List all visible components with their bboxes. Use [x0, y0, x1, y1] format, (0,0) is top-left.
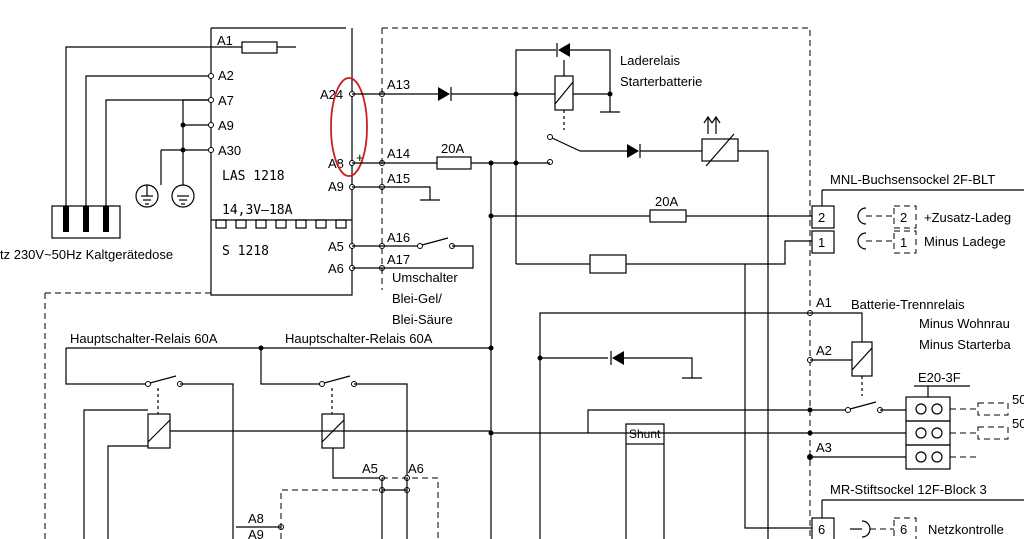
fuse-2-label: 20A	[655, 194, 678, 209]
e20-cut-2: 50	[1012, 416, 1024, 431]
fuse-a14	[436, 156, 472, 170]
las-pin-a30: A30	[218, 143, 241, 158]
switch-label-2: Blei-Gel/	[392, 291, 442, 306]
varistor-element	[701, 138, 739, 162]
mnl-pin-2: 2	[818, 210, 825, 225]
relay-label-2: Starterbatterie	[620, 74, 702, 89]
umschalter-contact	[421, 237, 449, 246]
switch-label-1: Umschalter	[392, 270, 458, 285]
switch-label-3: Blei-Säure	[392, 312, 453, 327]
lower-pin-a9: A9	[248, 527, 264, 539]
light-arrows-icon	[703, 115, 721, 134]
ground-diode	[624, 357, 702, 379]
mnl-item-2: Minus Ladege	[924, 234, 1006, 249]
mains-input-wires	[65, 46, 211, 220]
las-model-label: LAS 1218	[222, 169, 285, 184]
mr-plug-icon	[861, 520, 871, 538]
wire-a13: A13	[387, 77, 410, 92]
wire-a17: A17	[387, 252, 410, 267]
ground-symbol-1	[135, 184, 159, 208]
las-pin-a2: A2	[218, 68, 234, 83]
shunt-box	[625, 423, 665, 445]
diode-a13	[438, 87, 452, 101]
ground-relay	[600, 94, 620, 113]
relay-label-1: Laderelais	[620, 53, 680, 68]
highlight-ellipse	[330, 77, 368, 177]
e20-label: E20-3F	[918, 370, 961, 385]
mnl-item-1: +Zusatz-Ladeg	[924, 210, 1011, 225]
las-pin-a8: A8	[328, 156, 344, 171]
las-pin-a9-right: A9	[328, 179, 344, 194]
las-pin-a24: A24	[320, 87, 343, 102]
diode-charge	[627, 144, 641, 158]
las-rating-label: 14,3V–18A	[222, 203, 293, 218]
ground-a15	[382, 186, 440, 201]
trenn-pin-a3: A3	[816, 440, 832, 455]
s-pin-a5: A5	[328, 239, 344, 254]
ground-symbol-2	[171, 184, 195, 208]
relay-diode	[556, 43, 570, 57]
fuse-2	[649, 209, 687, 223]
main-relay-2-contact	[323, 375, 351, 384]
main-relay-1-label: Hauptschalter-Relais 60A	[70, 331, 218, 346]
resistor	[589, 254, 627, 274]
relay-contact	[551, 137, 581, 152]
las-pin-a9: A9	[218, 118, 234, 133]
trenn-pin-a2: A2	[816, 343, 832, 358]
mnl-title: MNL-Buchsensockel 2F-BLT	[830, 172, 995, 187]
s-model-label: S 1218	[222, 244, 269, 259]
lower-pin-a8: A8	[248, 511, 264, 526]
mnl-plug-pin-1: 1	[900, 235, 907, 250]
shunt-label: Shunt	[629, 427, 661, 441]
main-relay-1-contact	[149, 375, 177, 384]
plus-marker: +	[356, 150, 364, 165]
lower-pin-a5: A5	[362, 461, 378, 476]
internal-fuse	[241, 41, 278, 54]
trenn-label-3: Minus Starterba	[919, 337, 1012, 352]
wire-a15: A15	[387, 171, 410, 186]
mr-item: Netzkontrolle	[928, 522, 1004, 537]
trenn-pin-a1: A1	[816, 295, 832, 310]
wire-a14: A14	[387, 146, 410, 161]
main-relay-2-label: Hauptschalter-Relais 60A	[285, 331, 433, 346]
mnl-plug-pin-2: 2	[900, 210, 907, 225]
trenn-label-2: Minus Wohnrau	[919, 316, 1010, 331]
mnl-pin-1: 1	[818, 235, 825, 250]
mains-socket-pins	[63, 206, 109, 232]
trenn-label-1: Batterie-Trennrelais	[851, 297, 965, 312]
las-pin-a1: A1	[217, 33, 233, 48]
lower-pin-a6: A6	[408, 461, 424, 476]
e20-cut-1: 50	[1012, 392, 1024, 407]
housing-boundary	[382, 27, 811, 539]
mnl-pin-1-box	[811, 230, 835, 254]
e20-connector	[905, 396, 951, 470]
lower-nodes	[278, 475, 410, 530]
mr-pin-box	[811, 517, 835, 539]
mr-title: MR-Stiftsockel 12F-Block 3	[830, 482, 987, 497]
mnl-socket-icons	[857, 207, 867, 250]
mr-plug-pin: 6	[900, 522, 907, 537]
mnl-pin-2-box	[811, 205, 835, 229]
trenn-contact	[849, 401, 877, 410]
wire-a16: A16	[387, 230, 410, 245]
mr-pin: 6	[818, 522, 825, 537]
las-terminal-strip	[215, 219, 347, 229]
mains-label: tz 230V~50Hz Kaltgerätedose	[0, 247, 173, 262]
las-pin-a7: A7	[218, 93, 234, 108]
s-pin-a6: A6	[328, 261, 344, 276]
diode-ground	[610, 351, 624, 365]
fuse-a14-label: 20A	[441, 141, 464, 156]
